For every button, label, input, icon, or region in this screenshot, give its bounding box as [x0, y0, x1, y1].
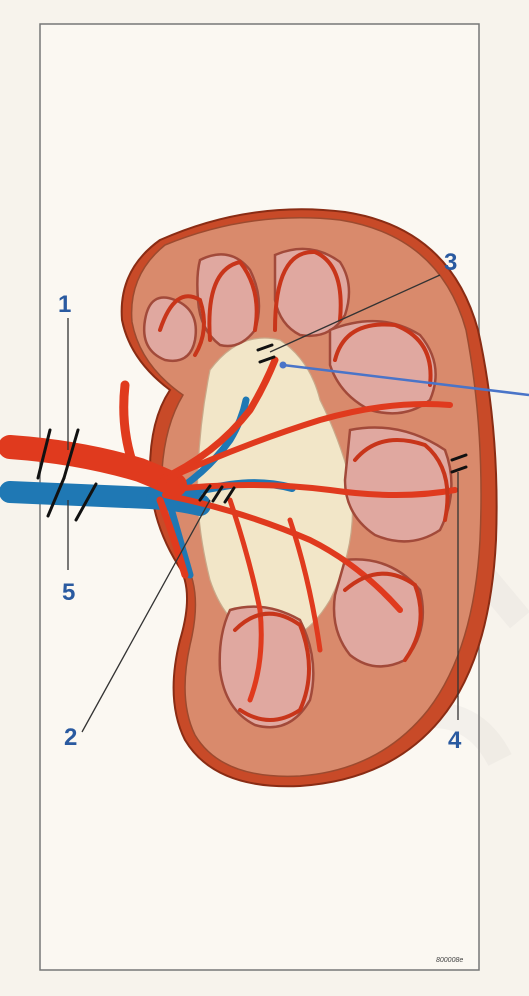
callout-3: 3 — [444, 249, 457, 276]
figure-code: 800008e — [436, 957, 463, 964]
callout-4: 4 — [448, 727, 462, 754]
callout-1: 1 — [58, 291, 71, 318]
pointer-dot — [280, 362, 287, 369]
callout-2: 2 — [64, 724, 77, 751]
callout-5: 5 — [62, 579, 75, 606]
pyramid-3 — [275, 249, 349, 336]
pyramid-5 — [345, 428, 451, 542]
